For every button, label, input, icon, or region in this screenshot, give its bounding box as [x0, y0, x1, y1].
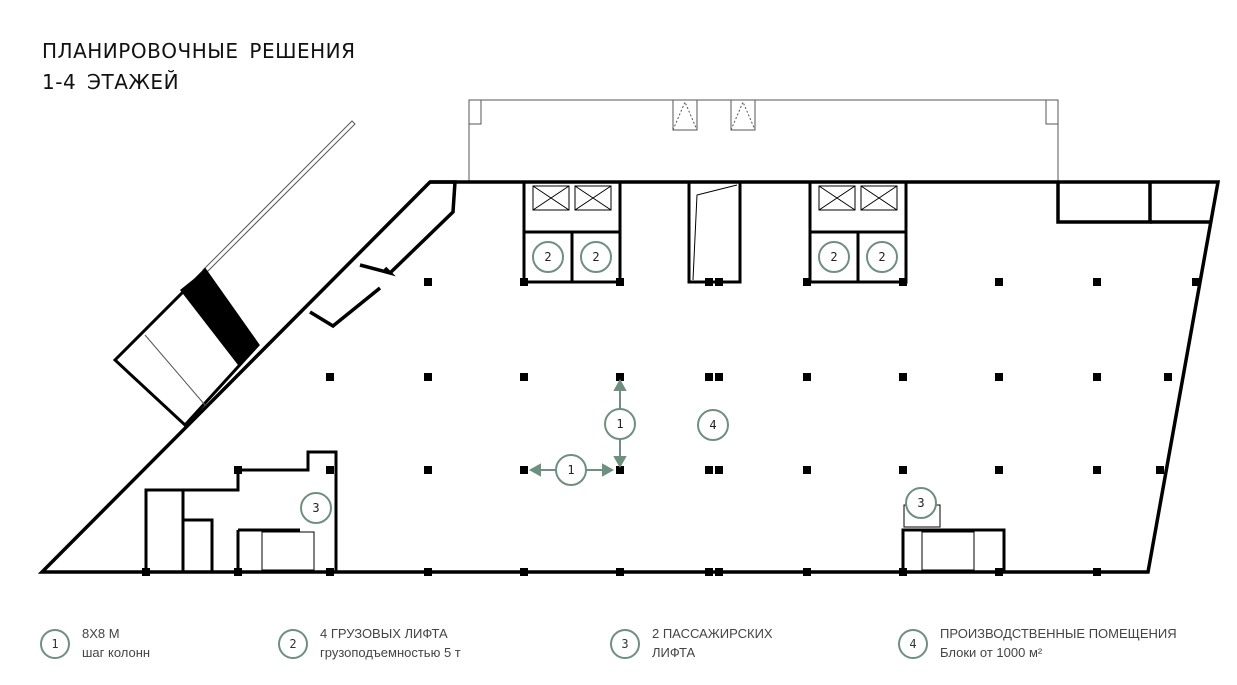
marker-circle: [905, 487, 937, 519]
column: [705, 466, 713, 474]
column: [142, 568, 150, 576]
column: [899, 568, 907, 576]
column: [424, 278, 432, 286]
column: [803, 466, 811, 474]
exterior-walls: [37, 180, 1221, 574]
marker-passenger-lift: 3: [312, 501, 319, 515]
legend-title: 8Х8 М: [82, 626, 120, 641]
legend-title: 2 ПАССАЖИРСКИХ: [652, 626, 773, 641]
legend-subtitle: ЛИФТА: [652, 645, 696, 660]
column: [520, 466, 528, 474]
legend-title: 4 ГРУЗОВЫХ ЛИФТА: [320, 626, 448, 641]
marker-freight-lift: 2: [878, 250, 885, 264]
title-line-1: ПЛАНИРОВОЧНЫЕ РЕШЕНИЯ: [42, 39, 356, 63]
column: [326, 373, 334, 381]
column: [899, 466, 907, 474]
marker-circle: [580, 241, 612, 273]
dimension-arrows: [528, 378, 627, 477]
column: [616, 373, 624, 381]
column: [705, 278, 713, 286]
legend-number: 4: [898, 629, 928, 659]
column: [899, 373, 907, 381]
column: [520, 568, 528, 576]
freight-lift-block-right: [808, 180, 908, 284]
title-line-2: 1-4 ЭТАЖЕЙ: [42, 70, 180, 94]
column: [616, 466, 624, 474]
ramp: [112, 267, 260, 428]
legend-number: 2: [278, 629, 308, 659]
column: [1093, 568, 1101, 576]
column: [1093, 278, 1101, 286]
marker-circle: [866, 241, 898, 273]
column: [705, 568, 713, 576]
column: [715, 373, 723, 381]
legend-title: ПРОИЗВОДСТВЕННЫЕ ПОМЕЩЕНИЯ: [940, 626, 1177, 641]
marker-production: 4: [709, 418, 716, 432]
marker-circle: [818, 241, 850, 273]
legend-number: 1: [40, 629, 70, 659]
marker-column-step-vertical: 1: [616, 417, 623, 431]
marker-freight-lift: 2: [592, 250, 599, 264]
legend-item-production: 4 ПРОИЗВОДСТВЕННЫЕ ПОМЕЩЕНИЯ Блоки от 100…: [898, 624, 1177, 662]
column: [1156, 466, 1164, 474]
column: [234, 568, 242, 576]
service-block-left: [144, 450, 338, 572]
legend-item-freight-lifts: 2 4 ГРУЗОВЫХ ЛИФТА грузоподъемностью 5 т: [278, 624, 461, 662]
column: [995, 373, 1003, 381]
marker-circle: [532, 241, 564, 273]
shaft: [687, 182, 742, 284]
column: [326, 568, 334, 576]
column: [995, 466, 1003, 474]
legend-item-column-step: 1 8Х8 М шаг колонн: [40, 624, 150, 662]
marker-circle: [604, 408, 636, 440]
column: [803, 373, 811, 381]
column: [424, 373, 432, 381]
column: [715, 568, 723, 576]
column: [803, 278, 811, 286]
marker-freight-lift: 2: [544, 250, 551, 264]
column: [424, 466, 432, 474]
column: [715, 278, 723, 286]
column: [995, 278, 1003, 286]
marker-freight-lift: 2: [830, 250, 837, 264]
marker-circle: [300, 492, 332, 524]
column: [326, 466, 334, 474]
legend-subtitle: грузоподъемностью 5 т: [320, 645, 461, 660]
column: [616, 278, 624, 286]
canopy: [468, 99, 1059, 183]
marker-column-step-horizontal: 1: [567, 463, 574, 477]
column: [995, 568, 1003, 576]
column: [1192, 278, 1200, 286]
rail: [202, 120, 356, 274]
legend-subtitle: шаг колонн: [82, 645, 151, 660]
marker-passenger-lift: 3: [917, 496, 924, 510]
page-title: ПЛАНИРОВОЧНЫЕ РЕШЕНИЯ 1-4 ЭТАЖЕЙ: [42, 36, 356, 98]
column: [1164, 373, 1172, 381]
column: [520, 373, 528, 381]
column: [705, 373, 713, 381]
column: [424, 568, 432, 576]
column: [899, 278, 907, 286]
freight-lift-block-left: [522, 180, 622, 284]
column: [803, 568, 811, 576]
column: [616, 568, 624, 576]
legend-item-passenger-lifts: 3 2 ПАССАЖИРСКИХ ЛИФТА: [610, 624, 773, 662]
marker-circle: [697, 409, 729, 441]
columns: [142, 278, 1200, 576]
marker-circle: [555, 454, 587, 486]
column: [715, 466, 723, 474]
legend-subtitle: Блоки от 1000 м²: [940, 645, 1043, 660]
column: [234, 466, 242, 474]
legend-number: 3: [610, 629, 640, 659]
column: [1093, 466, 1101, 474]
column: [1093, 373, 1101, 381]
column: [520, 278, 528, 286]
